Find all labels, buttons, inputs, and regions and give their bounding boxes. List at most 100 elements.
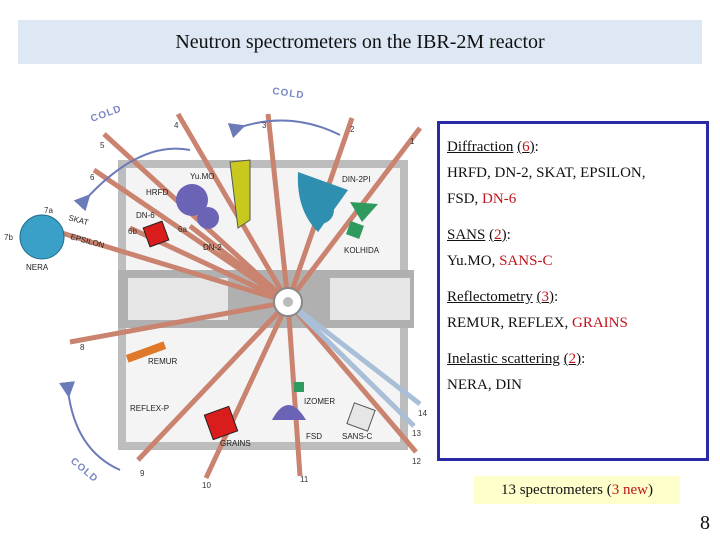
group-members: REMUR, REFLEX, GRAINS bbox=[447, 310, 706, 336]
group-title: SANS bbox=[447, 227, 486, 243]
page-number: 8 bbox=[700, 512, 710, 534]
group-inelastic: Inelastic scattering (2): NERA, DIN bbox=[447, 346, 706, 398]
grains-instrument bbox=[203, 405, 239, 441]
cold-arrow-top-left bbox=[73, 147, 191, 212]
summary-new: 3 new bbox=[611, 481, 649, 498]
beam-number-8: 8 bbox=[80, 343, 85, 352]
total-count-box: 13 spectrometers (3 new) bbox=[474, 476, 680, 504]
reactor-diagram: COLD COLD COLD Yu.MO HRFD DN-6 DN-2 DIN-… bbox=[0, 80, 440, 500]
label-remur: REMUR bbox=[148, 357, 178, 366]
cold-label-3: COLD bbox=[68, 456, 100, 485]
member-text: HRFD, DN-2, SKAT, EPSILON, bbox=[447, 165, 646, 181]
label-dn2: DN-2 bbox=[203, 243, 222, 252]
member-text: REMUR, REFLEX, bbox=[447, 315, 569, 331]
beam-number-13: 13 bbox=[412, 429, 421, 438]
member-text-new: SANS-C bbox=[499, 253, 553, 269]
group-sans: SANS (2): Yu.MO, SANS-C bbox=[447, 222, 706, 274]
summary-prefix: 13 spectrometers ( bbox=[500, 481, 612, 498]
beam-number-5: 5 bbox=[100, 141, 105, 150]
central-building-inner-left bbox=[128, 278, 228, 320]
beam-number-4: 4 bbox=[174, 121, 179, 130]
beam-number-6: 6 bbox=[90, 173, 95, 182]
group-diffraction: Diffraction (6): HRFD, DN-2, SKAT, EPSIL… bbox=[447, 134, 706, 212]
beam-number-11: 11 bbox=[300, 475, 309, 484]
beam-number-6a: 6a bbox=[178, 225, 187, 234]
beam-line bbox=[51, 227, 289, 305]
nera-detector bbox=[19, 214, 65, 260]
beam-number-6b: 6b bbox=[128, 227, 137, 236]
beam-number-2: 2 bbox=[350, 125, 355, 134]
group-heading: Reflectometry (3): bbox=[447, 289, 559, 305]
beam-line bbox=[286, 300, 416, 428]
group-members: Yu.MO, SANS-C bbox=[447, 248, 706, 274]
label-sansc: SANS-C bbox=[342, 432, 372, 441]
group-members: HRFD, DN-2, SKAT, EPSILON, FSD, DN-6 bbox=[447, 160, 706, 212]
dn2-detector bbox=[197, 207, 219, 229]
beam-line bbox=[102, 132, 290, 304]
group-count: 6 bbox=[522, 139, 530, 155]
group-reflectometry: Reflectometry (3): REMUR, REFLEX, GRAINS bbox=[447, 284, 706, 336]
label-dn2pi: DIN-2PI bbox=[342, 175, 370, 184]
dn6-instrument bbox=[142, 220, 170, 248]
beam-line bbox=[136, 300, 290, 462]
hrfd-detector bbox=[176, 184, 208, 216]
cold-arrow-top bbox=[227, 119, 341, 139]
reactor-layout-svg: COLD COLD COLD Yu.MO HRFD DN-6 DN-2 DIN-… bbox=[4, 86, 427, 490]
kolhida-instrument bbox=[346, 221, 364, 239]
label-nera: NERA bbox=[26, 263, 49, 272]
beam-line bbox=[203, 300, 291, 480]
label-yumo: Yu.MO bbox=[190, 172, 214, 181]
fsd-detector bbox=[272, 405, 306, 420]
beam-number-12: 12 bbox=[412, 457, 421, 466]
label-reflexp: REFLEX-P bbox=[130, 404, 169, 413]
izomer-instrument bbox=[294, 382, 304, 392]
beam-line bbox=[286, 300, 422, 406]
group-members: NERA, DIN bbox=[447, 372, 706, 398]
group-heading: Inelastic scattering (2): bbox=[447, 351, 586, 367]
group-heading: Diffraction (6): bbox=[447, 139, 539, 155]
beam-line bbox=[265, 113, 291, 303]
group-count: 2 bbox=[494, 227, 502, 243]
member-text-new: DN-6 bbox=[482, 191, 517, 207]
beam-number-10: 10 bbox=[202, 481, 211, 490]
group-title: Diffraction bbox=[447, 139, 514, 155]
page-title: Neutron spectrometers on the IBR-2M reac… bbox=[175, 30, 545, 53]
member-text: NERA, DIN bbox=[447, 377, 522, 393]
label-fsd: FSD bbox=[306, 432, 322, 441]
label-skat: SKAT bbox=[67, 213, 89, 227]
beam-number-9: 9 bbox=[140, 469, 145, 478]
cold-arrow-bottom bbox=[59, 381, 121, 471]
dn2pi-sample bbox=[306, 196, 334, 224]
dn2pi-green-wedge bbox=[350, 202, 378, 222]
beam-number-7b: 7b bbox=[4, 233, 13, 242]
group-count: 2 bbox=[568, 351, 577, 367]
label-dn6: DN-6 bbox=[136, 211, 155, 220]
spectrometer-summary-box: Diffraction (6): HRFD, DN-2, SKAT, EPSIL… bbox=[437, 121, 709, 461]
label-kolhida: KOLHIDA bbox=[344, 246, 380, 255]
member-text: FSD, bbox=[447, 191, 479, 207]
beam-number-3: 3 bbox=[262, 121, 267, 130]
cold-label-2: COLD bbox=[272, 86, 306, 101]
label-izomer: IZOMER bbox=[304, 397, 335, 406]
group-count: 3 bbox=[541, 289, 550, 305]
beam-line bbox=[69, 299, 289, 345]
beam-line bbox=[286, 300, 418, 454]
summary-suffix: ) bbox=[648, 481, 654, 498]
remur-instrument bbox=[125, 341, 167, 363]
label-grains: GRAINS bbox=[220, 439, 251, 448]
label-epsilon: EPSILON bbox=[69, 232, 105, 250]
member-text-new: GRAINS bbox=[572, 315, 628, 331]
title-banner: Neutron spectrometers on the IBR-2M reac… bbox=[18, 20, 702, 64]
group-title: Reflectometry bbox=[447, 289, 533, 305]
group-title: Inelastic scattering bbox=[447, 351, 560, 367]
group-heading: SANS (2): bbox=[447, 227, 511, 243]
beam-line bbox=[175, 112, 291, 304]
central-building-inner-right bbox=[330, 278, 410, 320]
beam-number-7a: 7a bbox=[44, 206, 53, 215]
member-text: Yu.MO, bbox=[447, 253, 496, 269]
label-hrfd: HRFD bbox=[146, 188, 168, 197]
beam-line bbox=[286, 126, 422, 304]
beam-line bbox=[188, 224, 290, 304]
yumo-instrument bbox=[229, 159, 251, 229]
beam-number-1: 1 bbox=[410, 137, 415, 146]
